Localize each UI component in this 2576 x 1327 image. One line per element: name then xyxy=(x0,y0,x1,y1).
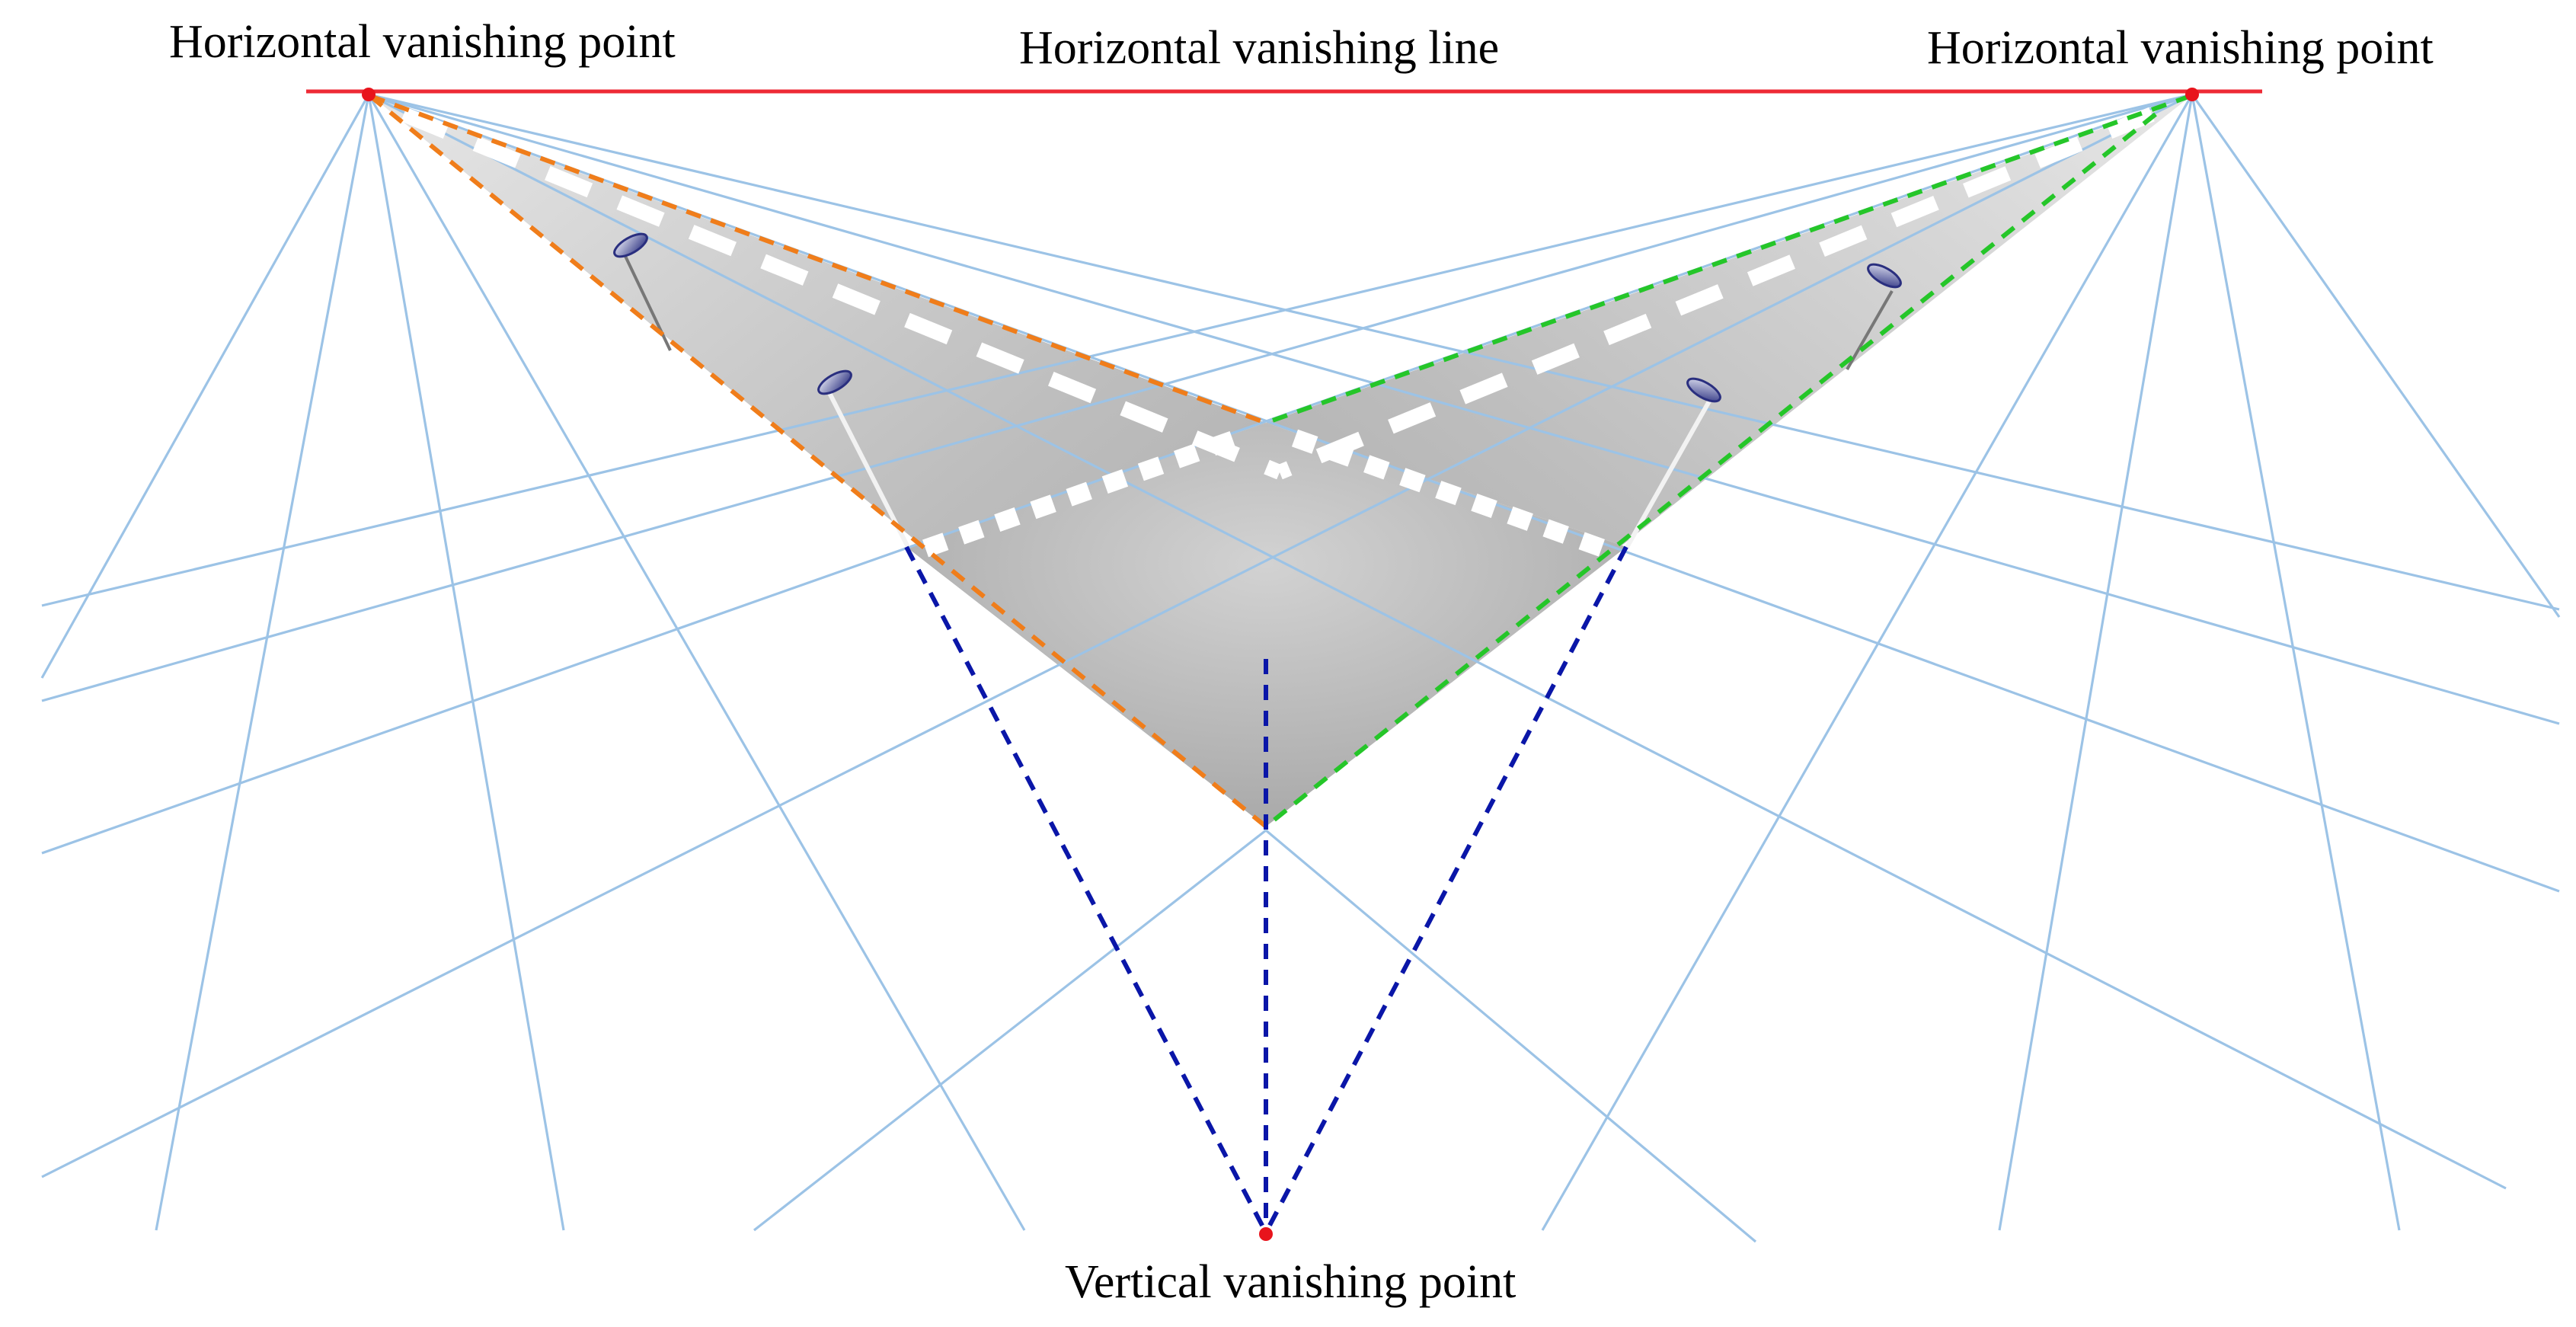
vertical-guides xyxy=(904,545,1628,1234)
grid-line xyxy=(41,93,2193,607)
vertical-vanishing-point xyxy=(1259,1227,1273,1241)
grid-line xyxy=(367,94,1026,1231)
grid-line xyxy=(368,93,2560,725)
horizontal-vanishing-line-label: Horizontal vanishing line xyxy=(1019,22,1500,74)
right-road-center-marking xyxy=(1277,107,2155,480)
right-road-edge xyxy=(1264,112,2157,829)
horizontal-vanishing-point-right xyxy=(2185,88,2199,101)
horizontal-vanishing-point-right-label: Horizontal vanishing point xyxy=(1927,22,2434,74)
crosswalk-left xyxy=(922,429,1242,558)
left-road-center-marking xyxy=(401,107,1283,480)
vertical-vanishing-point-label: Vertical vanishing point xyxy=(1065,1256,1517,1308)
lane-markings xyxy=(401,107,2155,558)
horizontal-vanishing-point-left xyxy=(362,88,376,101)
grid-line xyxy=(2191,94,2561,618)
horizontal-vanishing-point-left-label: Horizontal vanishing point xyxy=(169,16,676,68)
grid-line xyxy=(155,94,370,1231)
grid-line xyxy=(41,93,2193,1178)
street-lamp xyxy=(1846,263,1902,370)
left-road-edge xyxy=(369,94,1267,829)
crosswalk-right xyxy=(1291,429,1607,558)
street-lamp xyxy=(1624,377,1721,550)
right-road-edges xyxy=(1264,94,2191,829)
center-road-surface xyxy=(906,423,1626,827)
left-road-edges xyxy=(369,94,1267,829)
grid-line xyxy=(368,93,2560,893)
grid-line xyxy=(40,94,370,679)
street-lamps xyxy=(613,232,1902,550)
right-road-edge xyxy=(1265,94,2191,425)
grid-line xyxy=(2191,94,2401,1231)
grid-line xyxy=(368,93,2507,1190)
grid-line xyxy=(367,94,565,1231)
grid-line xyxy=(1264,829,1757,1243)
street-lamp xyxy=(817,369,910,548)
grid-line xyxy=(1998,94,2194,1231)
left-road-edge xyxy=(369,94,1267,425)
grid-line xyxy=(753,829,1267,1232)
grid-line xyxy=(41,93,2193,702)
grid-line xyxy=(1541,94,2194,1231)
